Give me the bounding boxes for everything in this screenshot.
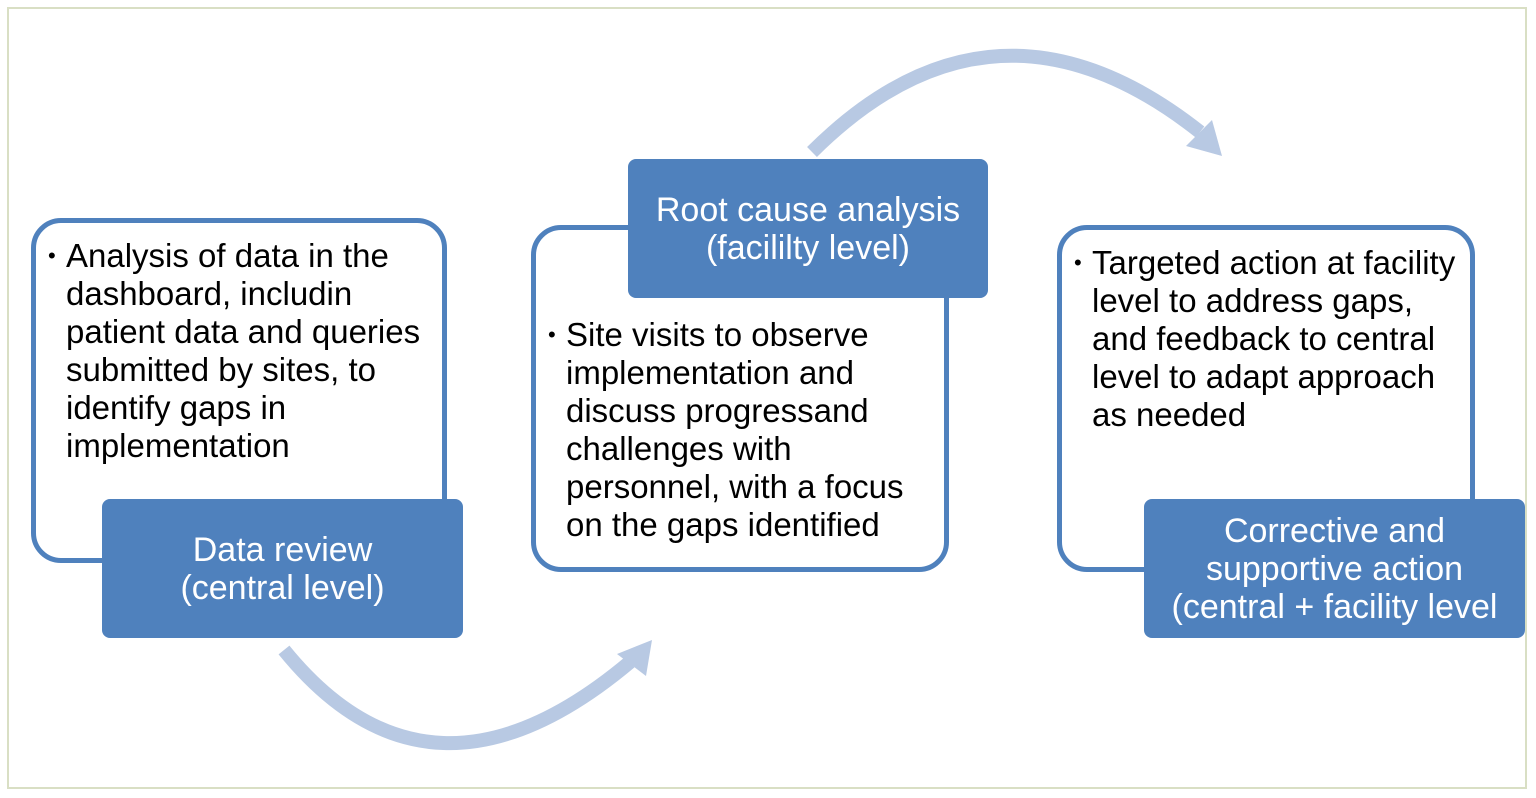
step1-title-line2: (central level) [180,568,385,607]
step2-title-line2: (facililty level) [705,228,911,267]
step1-title: Data review (central level) [102,499,463,638]
step2-title-line1: Root cause analysis [655,190,961,229]
arrowhead-step2-to-step3 [1186,120,1222,156]
step3-title-line2: supportive action [1205,549,1464,588]
step2-bullet-list: Site visits to observe implementation an… [544,316,938,544]
step3-bullet-list: Targeted action at facility level to add… [1070,244,1464,434]
step3-bullet: Targeted action at facility level to add… [1070,244,1464,434]
arrow-step1-to-step2 [278,645,635,750]
arrow-step2-to-step3 [807,48,1205,157]
step1-bullet-list: Analysis of data in the dashboard, inclu… [44,237,436,465]
step2-bullet: Site visits to observe implementation an… [544,316,938,544]
step2-title: Root cause analysis (facililty level) [628,159,988,298]
arrowhead-step1-to-step2 [617,640,652,676]
step3-title-line3: (central + facility level [1171,587,1498,626]
step1-bullet: Analysis of data in the dashboard, inclu… [44,237,436,465]
step3-title: Corrective and supportive action (centra… [1144,499,1525,638]
step1-title-line1: Data review [192,530,373,569]
step3-title-line1: Corrective and [1223,511,1446,550]
